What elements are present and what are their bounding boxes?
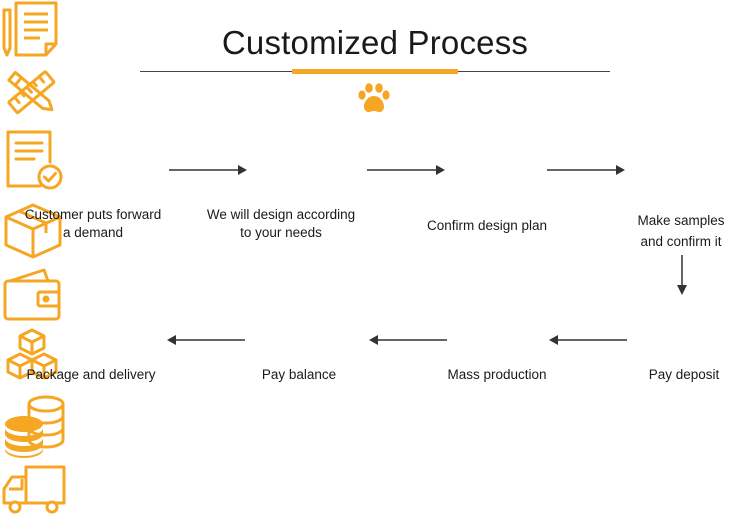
step-1-label-line1: Customer puts forward: [24, 207, 162, 222]
document-with-pen-icon: [2, 1, 58, 57]
document-with-checkmark-icon: [6, 130, 63, 190]
step-6-label: Mass production: [412, 366, 582, 384]
step-8-label: Package and delivery: [6, 366, 176, 384]
process-step-8: Package and delivery: [0, 367, 750, 520]
process-step-5: Pay deposit: [0, 266, 750, 382]
coin-stack-icon: [5, 395, 65, 458]
arrow-down: [677, 255, 687, 295]
step-4-label-line1: Make samples: [637, 213, 725, 228]
step-1-label-line2: a demand: [62, 225, 124, 240]
step-5-label-line1: Pay deposit: [648, 367, 720, 382]
step-5-label: Pay deposit: [620, 366, 748, 384]
step-7-label: Pay balance: [214, 366, 384, 384]
process-step-4: Make samples and confirm it: [0, 197, 750, 266]
arrow-right-2: [367, 165, 445, 175]
arrow-left-1: [549, 335, 627, 345]
page-title: Customized Process: [221, 24, 529, 61]
ruler-and-pencil-icon: [7, 70, 56, 115]
arrow-left-3: [167, 335, 245, 345]
step-1-label: Customer puts forward a demand: [8, 206, 178, 242]
step-4-label-line2: and confirm it: [640, 234, 722, 249]
cubes-icon: [6, 328, 58, 380]
step-2-label-line1: We will design according: [206, 207, 356, 222]
step-7-label-line1: Pay balance: [261, 367, 337, 382]
step-2-label-line2: to your needs: [240, 225, 322, 240]
step-2-label: We will design according to your needs: [196, 206, 366, 242]
process-step-3: Confirm design plan: [0, 128, 750, 233]
process-step-2: We will design according to your needs: [0, 63, 750, 240]
arrow-right-1: [169, 165, 247, 175]
step-3-label: Confirm design plan: [402, 217, 572, 235]
process-step-1: Customer puts forward a demand: [0, 0, 750, 240]
wallet-icon: [3, 268, 61, 321]
paw-icon: [358, 83, 390, 113]
title-underline-accent: [292, 69, 458, 74]
step-4-label: Make samples and confirm it: [613, 210, 749, 252]
step-3-label-line1: Confirm design plan: [426, 218, 548, 233]
box-icon: [4, 203, 62, 259]
delivery-truck-icon: [2, 465, 66, 514]
process-step-6: Mass production: [0, 327, 750, 394]
arrow-right-3: [547, 165, 625, 175]
process-step-7: Pay balance: [0, 367, 750, 463]
step-8-label-line1: Package and delivery: [26, 367, 156, 382]
arrow-left-2: [369, 335, 447, 345]
step-6-label-line1: Mass production: [447, 367, 547, 382]
